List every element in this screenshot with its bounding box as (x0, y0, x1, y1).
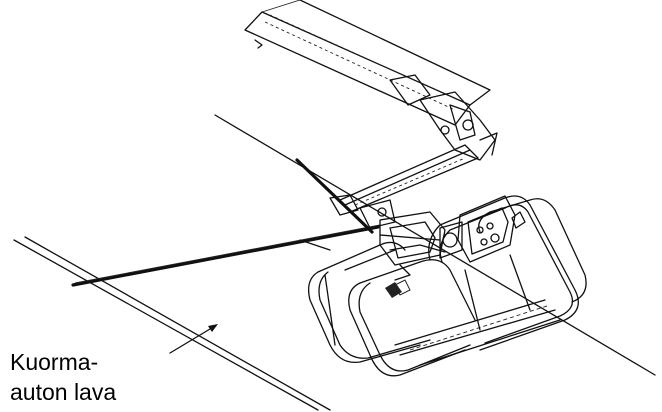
basket-logo-icon (385, 279, 411, 298)
lifting-strap-lower-edge (74, 224, 381, 284)
basket-rotator (379, 211, 446, 281)
boom-elbow-joint (419, 91, 498, 161)
basket-frame (307, 195, 587, 377)
truck-bed-label-line-1: Kuorma- (10, 349, 99, 375)
control-panel (439, 195, 526, 263)
crane-boom (244, 0, 491, 126)
truck-bed-label-line-2: auton lava (10, 379, 117, 405)
lifting-strap-lower (71, 225, 380, 287)
ground-reference-line (214, 114, 656, 376)
bed-pointer-arrow (169, 324, 218, 354)
lifting-strap-upper (295, 158, 374, 234)
crane-jib (329, 144, 479, 229)
